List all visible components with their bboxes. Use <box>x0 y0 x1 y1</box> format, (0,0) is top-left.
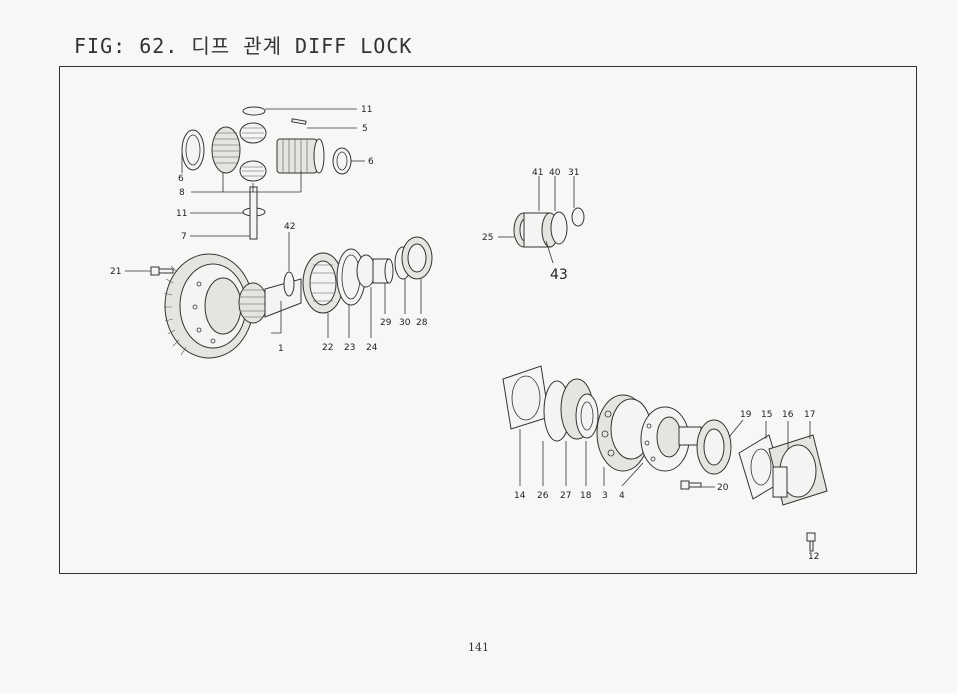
callout-30: 30 <box>399 318 411 328</box>
housing-group <box>502 365 828 552</box>
callout-17: 17 <box>804 410 815 420</box>
callout-24: 24 <box>366 343 378 353</box>
callout-12: 12 <box>808 552 819 562</box>
callout-18: 18 <box>580 491 592 501</box>
callout-21: 21 <box>110 267 121 277</box>
thrust-washer-part-11-top <box>242 106 266 116</box>
bolt-part-21 <box>125 266 174 276</box>
callout-6-right: 6 <box>368 157 374 167</box>
diff-lock-sleeve-group <box>498 176 585 264</box>
carrier-part-4 <box>621 406 690 487</box>
pinion-shaft-part-7 <box>249 186 258 240</box>
callout-25: 25 <box>482 233 493 243</box>
callout-4: 4 <box>619 491 625 501</box>
callout-11-top: 11 <box>361 105 372 115</box>
callout-5: 5 <box>362 124 368 134</box>
ring-gear-and-pinion-group <box>125 232 433 359</box>
callout-11-bottom: 11 <box>176 209 187 219</box>
bolt-part-12 <box>806 532 816 552</box>
diagram-frame: 11 5 6 6 8 11 7 42 21 1 22 23 24 29 30 2… <box>59 66 917 574</box>
callout-3: 3 <box>602 491 608 501</box>
bearing-part-18 <box>575 393 599 486</box>
callout-43: 43 <box>550 267 568 283</box>
callout-labels: 11 5 6 6 8 11 7 42 21 1 22 23 24 29 30 2… <box>110 105 819 562</box>
callout-20: 20 <box>717 483 729 493</box>
callout-28: 28 <box>416 318 428 328</box>
callout-31: 31 <box>568 168 579 178</box>
bearing-part-28 <box>401 236 433 314</box>
ring-part-24 <box>356 254 376 288</box>
bolt-part-20 <box>680 480 715 490</box>
bearing-part-19 <box>696 419 744 475</box>
callout-1: 1 <box>278 344 284 354</box>
spacer-part-42 <box>283 232 295 297</box>
callout-16: 16 <box>782 410 794 420</box>
callout-23: 23 <box>344 343 355 353</box>
callout-22: 22 <box>322 343 333 353</box>
bearing-part-22 <box>302 252 344 338</box>
ring-part-6-left <box>181 129 205 171</box>
collar-part-29 <box>372 258 394 314</box>
pin-part-5 <box>291 118 307 125</box>
collar-part-41 <box>550 211 568 245</box>
side-bevel-gear-part-8 <box>211 122 267 182</box>
callout-15: 15 <box>761 410 772 420</box>
callout-29: 29 <box>380 318 392 328</box>
callout-7: 7 <box>181 232 187 242</box>
callout-8: 8 <box>179 188 185 198</box>
exploded-parts-diagram: 11 5 6 6 8 11 7 42 21 1 22 23 24 29 30 2… <box>110 105 828 562</box>
splined-hub <box>276 138 325 174</box>
callout-41: 41 <box>532 168 543 178</box>
figure-title: FIG: 62. 디프 관계 DIFF LOCK <box>74 34 413 58</box>
differential-gear-group <box>181 106 365 240</box>
callout-19: 19 <box>740 410 752 420</box>
end-cover-part-16-17 <box>768 421 828 506</box>
callout-42: 42 <box>284 222 295 232</box>
cap-part-31 <box>571 207 585 227</box>
flange-plate-part-14 <box>502 365 550 486</box>
callout-6-left: 6 <box>178 174 184 184</box>
callout-26: 26 <box>537 491 549 501</box>
page-number: 141 <box>468 641 489 654</box>
callout-14: 14 <box>514 491 526 501</box>
callout-40: 40 <box>549 168 561 178</box>
callout-27: 27 <box>560 491 571 501</box>
